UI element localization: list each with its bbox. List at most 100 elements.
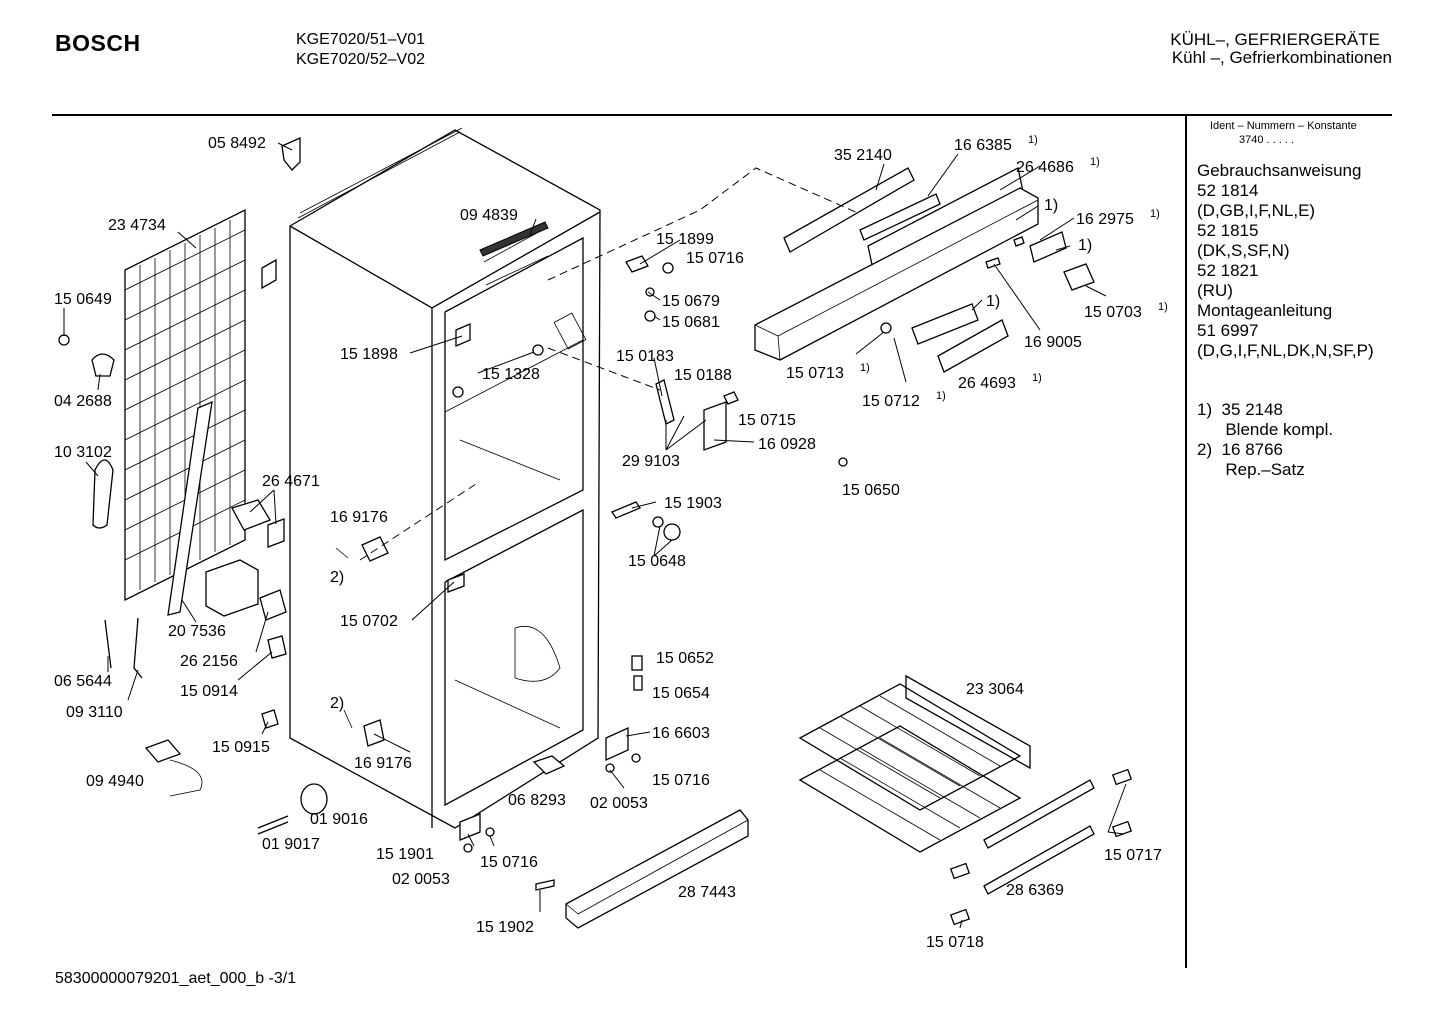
doc-line: 52 1815 [1197,221,1259,240]
part-label: 02 0053 [590,795,648,812]
part-label: 15 0716 [480,854,538,871]
part-labels: 05 8492 23 4734 15 0649 04 2688 10 3102 … [54,134,1168,951]
model-number-1: KGE7020/51–V01 [296,31,425,48]
part-label: 15 0681 [662,314,720,331]
ident-heading: Ident – Nummern – Konstante [1210,120,1357,132]
part-label: 28 6369 [1006,882,1064,899]
part-label: 15 0915 [212,739,270,756]
part-label: 05 8492 [208,135,266,152]
part-label: 15 0183 [616,348,674,365]
part-label: 15 0650 [842,482,900,499]
ident-value: 3740 . . . . . [1239,134,1295,146]
part-label: 26 4693 [958,375,1016,392]
part-label: 15 1902 [476,919,534,936]
doc-line: Gebrauchsanweisung [1197,161,1362,180]
sidebar-divider [1185,116,1187,968]
part-label: 02 0053 [392,871,450,888]
part-label: 06 8293 [508,792,566,809]
part-label: 15 0702 [340,613,398,630]
part-label: 26 4686 [1016,159,1074,176]
part-label: 2) [330,695,344,712]
part-label: 15 0712 [862,393,920,410]
part-label: 09 4940 [86,773,144,790]
part-label: 15 0654 [652,685,710,702]
footnote-line: 1) 35 2148 [1197,400,1284,419]
part-label: 1) [986,293,1000,310]
condenser-coil [124,208,246,616]
footnote-line: Rep.–Satz [1197,460,1305,479]
part-label: 15 0715 [738,412,796,429]
footnote-line: Blende kompl. [1197,420,1334,439]
part-label: 15 0652 [656,650,714,667]
part-label: 26 4671 [262,473,320,490]
control-panel [754,167,1095,373]
part-label: 15 0718 [926,934,984,951]
part-note: 1) [1028,134,1038,146]
part-label: 15 0703 [1084,304,1142,321]
doc-line: 52 1814 [1197,181,1259,200]
part-label: 29 9103 [622,453,680,470]
part-note: 1) [1032,372,1042,384]
part-label: 09 3110 [66,704,123,721]
part-label: 16 2975 [1076,211,1134,228]
part-label: 35 2140 [834,147,892,164]
middle-components [335,221,848,891]
part-label: 04 2688 [54,393,112,410]
doc-line: (D,G,I,F,NL,DK,N,SF,P) [1197,341,1374,360]
part-label: 09 4839 [460,207,518,224]
part-label: 15 0914 [180,683,238,700]
leader-lines [63,142,1127,929]
part-label: 15 0648 [628,553,686,570]
part-label: 16 9005 [1024,334,1082,351]
part-label: 15 1898 [340,346,398,363]
category-subtitle: Kühl –, Gefrierkombinationen [1171,48,1392,67]
part-label: 15 0716 [686,250,744,267]
part-label: 16 9176 [354,755,412,772]
cabinet-body [289,127,601,829]
doc-line: (DK,S,SF,N) [1197,241,1290,260]
part-label: 15 0717 [1104,847,1162,864]
part-note: 1) [936,390,946,402]
kick-plate [565,809,749,929]
part-label: 16 9176 [330,509,388,526]
part-note: 1) [1090,156,1100,168]
part-label: 1) [1078,237,1092,254]
doc-line: (D,GB,I,F,NL,E) [1197,201,1316,220]
part-label: 28 7443 [678,884,736,901]
part-label: 23 3064 [966,681,1024,698]
part-label: 1) [1044,197,1058,214]
part-label: 15 0713 [786,365,844,382]
doc-line: (RU) [1197,281,1233,300]
model-number-2: KGE7020/52–V02 [296,51,425,68]
doc-line: Montageanleitung [1197,301,1333,320]
freezer-baskets [798,674,1133,926]
doc-line: 52 1821 [1197,261,1259,280]
part-label: 23 4734 [108,217,166,234]
document-id: 58300000079201_aet_000_b -3/1 [55,970,297,987]
part-label: 26 2156 [180,653,238,670]
header-divider [52,114,1392,116]
part-label: 16 6603 [652,725,710,742]
part-label: 15 1899 [656,231,714,248]
part-label: 16 6385 [954,137,1012,154]
part-label: 01 9016 [310,811,368,828]
part-label: 10 3102 [54,444,112,461]
part-note: 1) [1158,301,1168,313]
part-note: 1) [1150,208,1160,220]
part-label: 15 0649 [54,291,112,308]
doc-line: 51 6997 [1197,321,1259,340]
part-label: 06 5644 [54,673,112,690]
part-label: 15 0188 [674,367,732,384]
part-label: 15 1328 [482,366,540,383]
part-label: 15 0716 [652,772,710,789]
part-label: 01 9017 [262,836,320,853]
part-label: 15 1901 [376,846,434,863]
left-components [58,136,328,835]
part-note: 1) [860,362,870,374]
part-label: 20 7536 [168,623,226,640]
part-label: 15 0679 [662,293,720,310]
footnote-line: 2) 16 8766 [1197,440,1284,459]
part-label: 16 0928 [758,436,816,453]
brand-logo: BOSCH [55,30,141,56]
